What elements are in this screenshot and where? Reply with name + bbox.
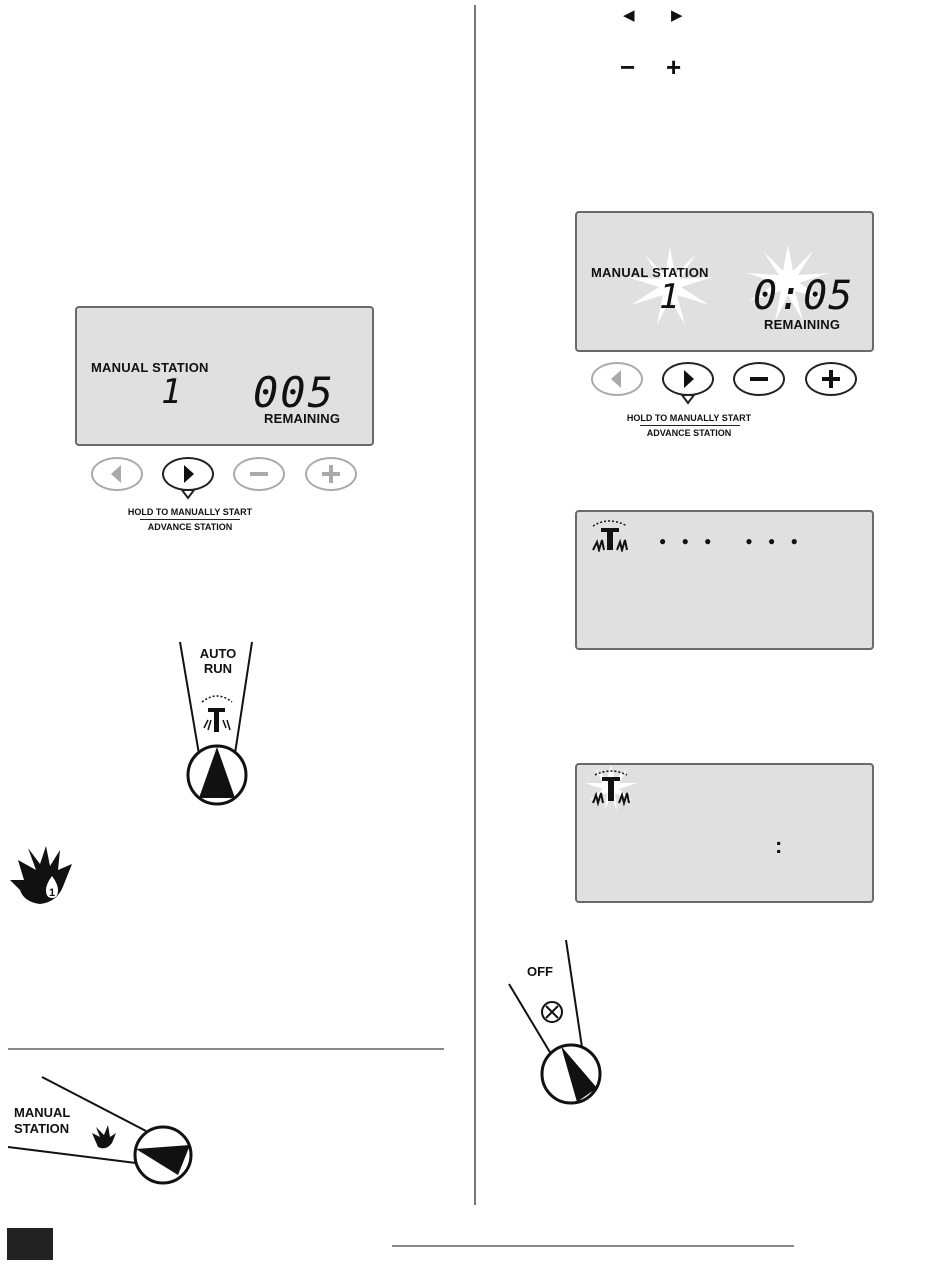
lcd-display-colon: : — [575, 763, 874, 903]
right-button[interactable] — [662, 362, 714, 396]
water-drops: ● ● ● ● ● ● — [659, 534, 804, 548]
manual-label: MANUAL — [14, 1105, 70, 1120]
minus-button[interactable] — [233, 457, 285, 491]
caption-rule — [140, 519, 240, 520]
minus-icon — [235, 459, 283, 489]
arrow-right-icon: ▶ — [671, 6, 683, 24]
footer-rule — [392, 1245, 794, 1247]
manual-hand-icon: 1 — [8, 840, 78, 910]
auto-label: AUTO — [190, 646, 246, 661]
triangle-right-icon — [664, 364, 712, 404]
run-label: RUN — [190, 661, 246, 676]
section-divider — [8, 1048, 444, 1050]
off-dial[interactable] — [505, 938, 615, 1108]
lcd-display-running: ● ● ● ● ● ● — [575, 510, 874, 650]
lcd-label: MANUAL STATION — [591, 265, 709, 280]
plus-button[interactable] — [805, 362, 857, 396]
triangle-left-icon — [593, 364, 641, 394]
plus-icon — [307, 459, 355, 489]
time-readout: 0:05 — [753, 273, 853, 319]
colon-segment: : — [775, 833, 782, 859]
sprinkler-icon — [589, 518, 633, 552]
minus-icon: − — [620, 52, 635, 83]
caption-hold: HOLD TO MANUALLY START — [110, 507, 270, 517]
caption-rule — [640, 425, 740, 426]
station-label: STATION — [14, 1121, 69, 1136]
left-button[interactable] — [591, 362, 643, 396]
station-number: 1 — [161, 372, 181, 412]
triangle-left-icon — [93, 459, 141, 489]
remaining-label: REMAINING — [764, 317, 840, 332]
plus-icon — [807, 364, 855, 394]
column-divider — [474, 5, 476, 1205]
sprinkler-flash-icon — [583, 765, 639, 811]
left-button[interactable] — [91, 457, 143, 491]
plus-icon: + — [666, 52, 681, 83]
caption-hold: HOLD TO MANUALLY START — [609, 413, 769, 423]
caption-advance: ADVANCE STATION — [110, 522, 270, 532]
lcd-label: MANUAL STATION — [91, 360, 209, 375]
arrow-left-icon: ◀ — [623, 6, 635, 24]
page-number-box — [7, 1228, 53, 1260]
off-label: OFF — [524, 964, 556, 979]
remaining-label: REMAINING — [264, 411, 340, 426]
lcd-display-flashing: MANUAL STATION 1 0:05 REMAINING — [575, 211, 874, 352]
lcd-display: MANUAL STATION 1 005 REMAINING — [75, 306, 374, 446]
minus-icon — [735, 364, 783, 394]
station-number: 1 — [659, 277, 679, 317]
triangle-right-icon — [164, 459, 212, 499]
time-readout: 005 — [253, 368, 335, 417]
caption-advance: ADVANCE STATION — [609, 428, 769, 438]
svg-text:1: 1 — [49, 887, 55, 899]
minus-button[interactable] — [733, 362, 785, 396]
right-button[interactable] — [162, 457, 214, 491]
plus-button[interactable] — [305, 457, 357, 491]
